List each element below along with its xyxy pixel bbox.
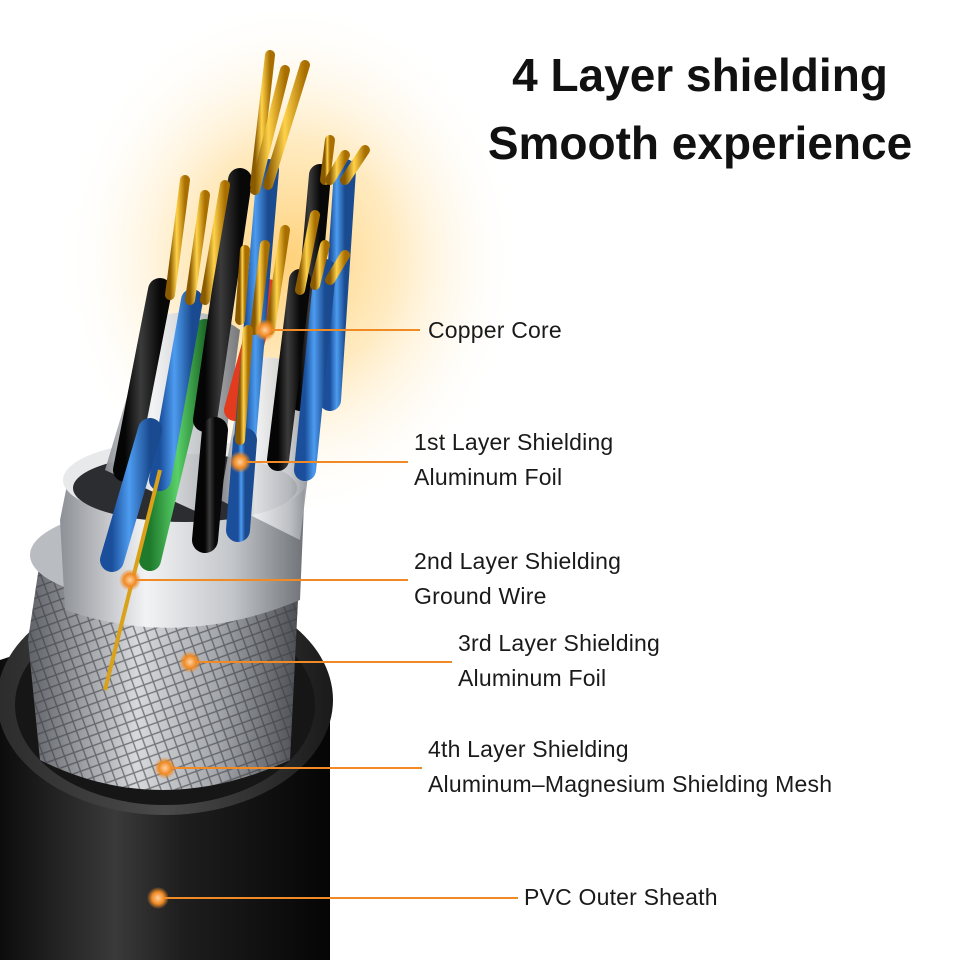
callout-second-layer: 2nd Layer Shielding Ground Wire — [414, 544, 621, 614]
callout-copper-core: Copper Core — [428, 313, 562, 348]
headline-line-1: 4 Layer shielding — [512, 49, 888, 101]
callout-third-layer: 3rd Layer Shielding Aluminum Foil — [458, 626, 660, 696]
callout-first-layer: 1st Layer Shielding Aluminum Foil — [414, 425, 613, 495]
copper-conductors — [145, 50, 370, 445]
callout-label: 1st Layer Shielding — [414, 429, 614, 455]
callout-label: 3rd Layer Shielding — [458, 630, 660, 656]
leader-lines — [130, 329, 518, 899]
callout-label: PVC Outer Sheath — [524, 884, 718, 910]
callout-fourth-layer: 4th Layer Shielding Aluminum–Magnesium S… — [428, 732, 832, 802]
callout-detail: Aluminum–Magnesium Shielding Mesh — [428, 771, 833, 797]
callout-detail: Aluminum Foil — [414, 464, 563, 490]
callout-outer-sheath: PVC Outer Sheath — [524, 880, 718, 915]
headline-line-2: Smooth experience — [487, 117, 913, 169]
leader-dots — [119, 319, 276, 909]
callout-label: 2nd Layer Shielding — [414, 548, 622, 574]
callout-detail: Ground Wire — [414, 583, 547, 609]
callout-detail: Aluminum Foil — [458, 665, 607, 691]
callout-label: Copper Core — [428, 317, 562, 343]
callout-label: 4th Layer Shielding — [428, 736, 629, 762]
